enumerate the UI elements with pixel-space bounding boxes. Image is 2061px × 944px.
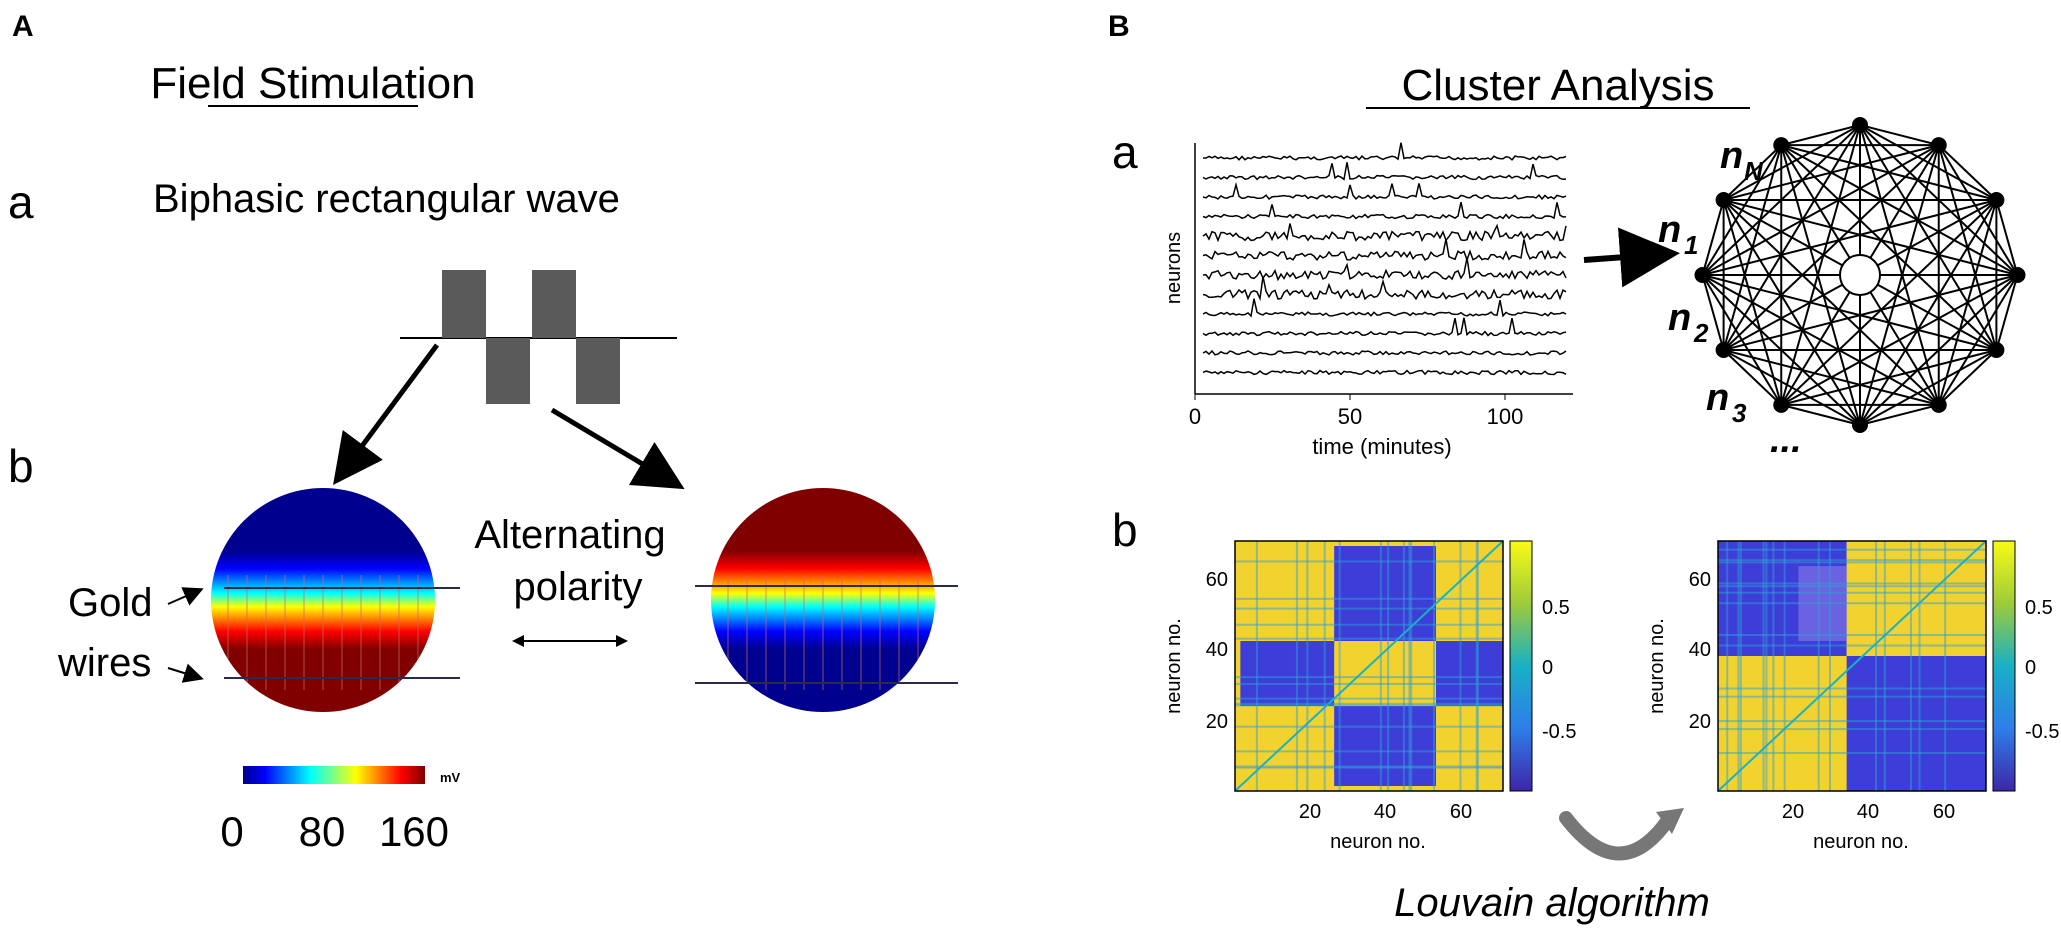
gold-label: Gold	[68, 581, 153, 625]
node-label-nN: n	[1720, 135, 1743, 177]
m1-ytick-40: 40	[1206, 639, 1228, 661]
node-label-n1-sub: 1	[1684, 230, 1698, 260]
m2-ytick-20: 20	[1689, 711, 1711, 733]
m1-xtick-40: 40	[1374, 801, 1396, 823]
m2-cbar-tick-neg0.5: -0.5	[2025, 721, 2059, 743]
colorbar-tick-80: 80	[299, 808, 346, 855]
alternating-label: Alternating	[474, 513, 665, 557]
louvain-algorithm-label: Louvain algorithm	[1394, 881, 1710, 925]
matrix2-colorbar	[1992, 540, 2016, 792]
traces-xlabel: time (minutes)	[1312, 434, 1451, 459]
m1-cbar-tick-0.5: 0.5	[1542, 597, 1570, 619]
node-label-n2-sub: 2	[1693, 318, 1709, 348]
colorbar-tick-0: 0	[220, 808, 243, 855]
wires-pointer	[167, 663, 204, 683]
potential-colorbar	[243, 766, 425, 784]
m2-xtick-40: 40	[1857, 801, 1879, 823]
m2-ylabel: neuron no.	[1646, 618, 1668, 714]
louvain-arrow-head	[1656, 808, 1684, 834]
wires-label: wires	[57, 641, 151, 685]
arrow-to-right-disc	[550, 407, 685, 490]
m1-ylabel: neuron no.	[1163, 618, 1185, 714]
node-label-n1: n	[1658, 209, 1681, 251]
neuron-network-graph	[1694, 117, 2026, 433]
node-label-ellipsis: ...	[1770, 419, 1802, 461]
m1-ytick-20: 20	[1206, 711, 1228, 733]
louvain-curved-arrow	[1559, 811, 1675, 861]
m1-xtick-20: 20	[1299, 801, 1321, 823]
panel-a-title: Field Stimulation	[150, 59, 475, 108]
alternating-double-arrow	[512, 635, 628, 647]
colorbar-unit: mV	[440, 770, 461, 785]
matrix1-axes-text: 60 40 20 20 40 60 neuron no. neuron no. …	[1163, 569, 1576, 853]
arrow-to-left-disc	[333, 343, 440, 486]
m2-xtick-20: 20	[1782, 801, 1804, 823]
m2-cbar-tick-0: 0	[2025, 657, 2036, 679]
matrix1-colorbar	[1509, 540, 1533, 792]
node-label-n2: n	[1668, 297, 1691, 339]
node-label-n3: n	[1706, 377, 1729, 419]
right-field-disc	[711, 488, 935, 712]
biphasic-wave	[400, 270, 677, 404]
correlation-matrix-reordered	[1717, 540, 1987, 792]
panel-a-sub-a: a	[8, 176, 34, 228]
m1-xtick-60: 60	[1450, 801, 1472, 823]
gold-pointer	[167, 587, 204, 606]
m1-cbar-tick-neg0.5: -0.5	[1542, 721, 1576, 743]
neuron-traces-plot	[1194, 142, 1573, 400]
arrow-to-network	[1583, 227, 1680, 288]
traces-xtick-50: 50	[1338, 404, 1362, 429]
panel-a-sub-b: b	[8, 440, 34, 492]
left-field-disc	[211, 488, 435, 712]
colorbar-tick-160: 160	[379, 808, 449, 855]
panel-b-letter: B	[1108, 10, 1130, 43]
traces-xtick-100: 100	[1487, 404, 1524, 429]
node-labels: n N n 1 n 2 n 3 ...	[1658, 135, 1802, 461]
biphasic-wave-label: Biphasic rectangular wave	[153, 177, 620, 221]
correlation-matrix-original	[1234, 540, 1504, 792]
m2-ytick-40: 40	[1689, 639, 1711, 661]
traces-ylabel: neurons	[1163, 232, 1185, 304]
panel-b-sub-a: a	[1112, 126, 1138, 178]
node-label-nN-sub: N	[1744, 156, 1764, 186]
m1-xlabel: neuron no.	[1330, 831, 1426, 853]
panel-b-title: Cluster Analysis	[1401, 61, 1714, 110]
m1-cbar-tick-0: 0	[1542, 657, 1553, 679]
m2-xlabel: neuron no.	[1813, 831, 1909, 853]
node-label-n3-sub: 3	[1732, 398, 1747, 428]
m2-ytick-60: 60	[1689, 569, 1711, 591]
m1-ytick-60: 60	[1206, 569, 1228, 591]
matrix2-axes-text: 60 40 20 20 40 60 neuron no. neuron no. …	[1646, 569, 2059, 853]
traces-xtick-0: 0	[1189, 404, 1201, 429]
polarity-label: polarity	[514, 565, 643, 609]
m2-xtick-60: 60	[1933, 801, 1955, 823]
panel-a-letter: A	[12, 10, 34, 43]
panel-b-sub-b: b	[1112, 504, 1138, 556]
m2-cbar-tick-0.5: 0.5	[2025, 597, 2053, 619]
